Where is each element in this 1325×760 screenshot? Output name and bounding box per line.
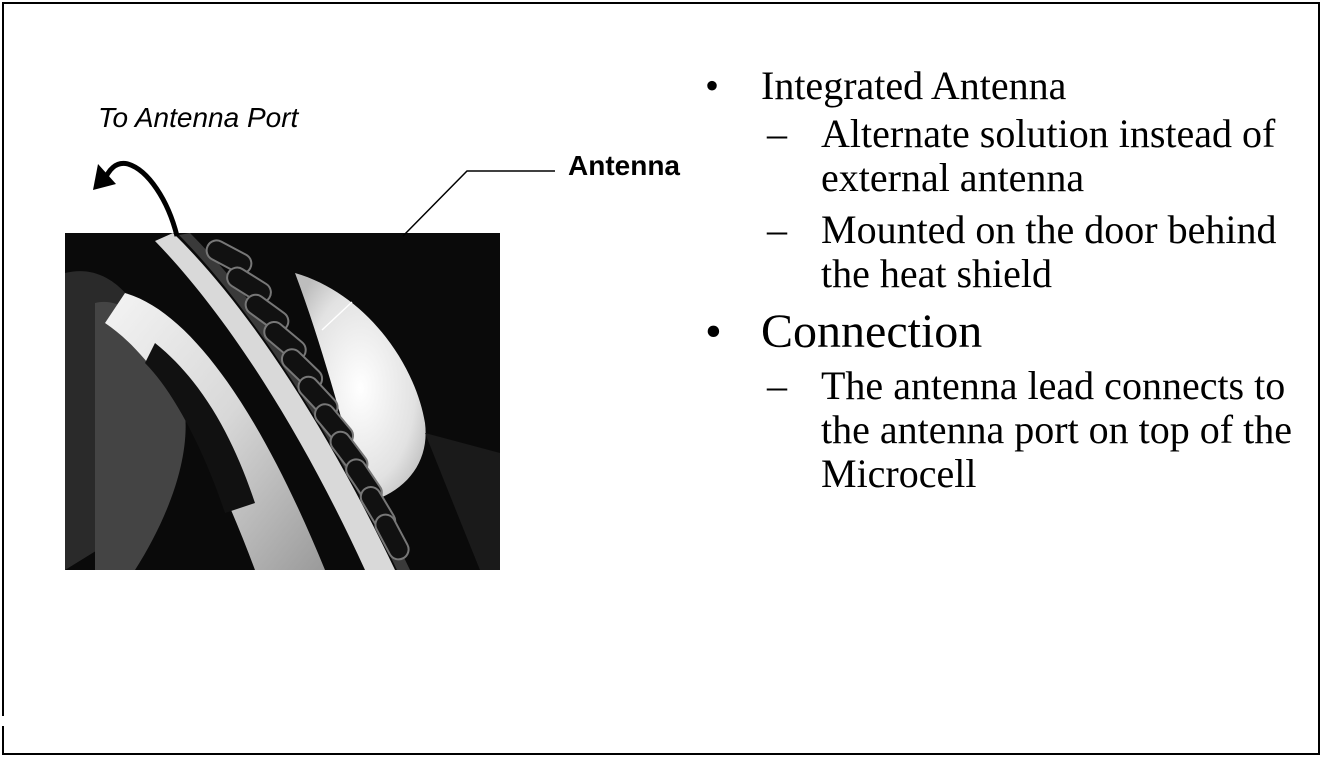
- to-antenna-port-label: To Antenna Port: [98, 102, 299, 133]
- bullet-list: • Integrated Antenna – Alternate solutio…: [705, 62, 1315, 504]
- bullet-marker: •: [705, 63, 720, 108]
- bullet-integrated-antenna: • Integrated Antenna: [705, 62, 1315, 110]
- sub-bullet-text: Mounted on the door behind the heat shie…: [821, 207, 1277, 296]
- sub-bullet-marker: –: [767, 111, 787, 156]
- frame-gap: [0, 716, 8, 726]
- bullet-marker: •: [705, 305, 722, 358]
- sub-bullet-alternate-solution: – Alternate solution instead of external…: [705, 112, 1315, 200]
- sub-bullet-marker: –: [767, 363, 787, 408]
- sub-bullet-text: The antenna lead connects to the antenna…: [821, 363, 1292, 496]
- antenna-label: Antenna: [568, 150, 680, 181]
- bullet-connection: • Connection: [705, 304, 1315, 360]
- sub-bullet-text: Alternate solution instead of external a…: [821, 111, 1276, 200]
- sub-bullet-mounted-on-door: – Mounted on the door behind the heat sh…: [705, 208, 1315, 296]
- sub-bullet-antenna-lead: – The antenna lead connects to the anten…: [705, 364, 1315, 496]
- antenna-photo: [65, 233, 500, 570]
- sub-bullet-marker: –: [767, 207, 787, 252]
- bullet-text: Integrated Antenna: [761, 63, 1067, 108]
- bullet-text: Connection: [761, 305, 983, 358]
